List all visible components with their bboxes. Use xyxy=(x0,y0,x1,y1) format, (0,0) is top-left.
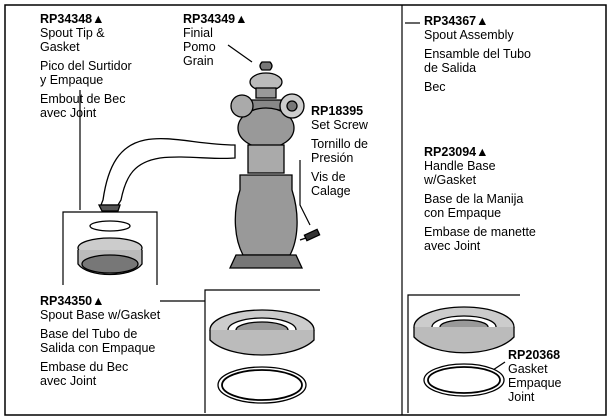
finial-en-3: Grain xyxy=(183,54,214,68)
spout-tip-fr-2: avec Joint xyxy=(40,106,97,120)
spout-tip-es-1: Pico del Surtidor xyxy=(40,59,132,73)
handle-base-en-2: w/Gasket xyxy=(424,173,477,187)
handle-base-label: RP23094▲ Handle Base w/Gasket Base de la… xyxy=(424,145,536,253)
handle-base-es-1: Base de la Manija xyxy=(424,192,524,206)
gasket-en-1: Gasket xyxy=(508,362,548,376)
spout-base-part-number: RP34350▲ xyxy=(40,294,105,308)
set-screw-label: RP18395 Set Screw Tornillo de Presión Vi… xyxy=(311,104,368,198)
spout-tip-es-2: y Empaque xyxy=(40,73,104,87)
finial-leader xyxy=(227,44,253,63)
handle-base-part-number: RP23094▲ xyxy=(424,145,489,159)
spout-assembly-en-1: Spout Assembly xyxy=(424,28,514,42)
spout-assembly-fr-1: Bec xyxy=(424,80,446,94)
handle-base-es-2: con Empaque xyxy=(424,206,502,220)
spout-tip-callout-box xyxy=(62,211,158,285)
finial-en-1: Finial xyxy=(183,26,213,40)
faucet-illustration xyxy=(77,61,515,404)
set-screw-fr-2: Calage xyxy=(311,184,351,198)
spout-tip-en-2: Gasket xyxy=(40,40,80,54)
gasket-en-2: Empaque xyxy=(508,376,562,390)
handle-base-fr-1: Embase de manette xyxy=(424,225,536,239)
spout-base-es-2: Salida con Empaque xyxy=(40,341,156,355)
spout-assembly-label: RP34367▲ Spout Assembly Ensamble del Tub… xyxy=(424,14,531,94)
spout-base-fr-2: avec Joint xyxy=(40,374,97,388)
spout-assembly-es-2: de Salida xyxy=(424,61,477,75)
set-screw-part-number: RP18395 xyxy=(311,104,364,118)
spout-base-es-1: Base del Tubo de xyxy=(40,327,138,341)
spout-assembly-es-1: Ensamble del Tubo xyxy=(424,47,532,61)
spout-base-label: RP34350▲ Spout Base w/Gasket Base del Tu… xyxy=(40,294,160,388)
set-screw-es-1: Tornillo de xyxy=(311,137,368,151)
finial-en-2: Pomo xyxy=(183,40,216,54)
set-screw-es-2: Presión xyxy=(311,151,354,165)
gasket-part-number: RP20368 xyxy=(508,348,561,362)
spout-tip-fr-1: Embout de Bec xyxy=(40,92,126,106)
spout-assembly-part-number: RP34367▲ xyxy=(424,14,489,28)
set-screw-en-1: Set Screw xyxy=(311,118,368,132)
spout-base-callout-box xyxy=(204,289,320,413)
spout-base-fr-1: Embase du Bec xyxy=(40,360,129,374)
gasket-en-3: Joint xyxy=(508,390,535,404)
diagram-frame xyxy=(4,4,607,416)
handle-base-callout-box xyxy=(407,294,520,413)
finial-part-number: RP34349▲ xyxy=(183,12,248,26)
finial-label: RP34349▲ Finial Pomo Grain xyxy=(183,12,248,68)
gasket-label: RP20368 Gasket Empaque Joint xyxy=(508,348,562,404)
spout-tip-label: RP34348▲ Spout Tip & Gasket Pico del Sur… xyxy=(40,12,132,120)
handle-base-fr-2: avec Joint xyxy=(424,239,481,253)
handle-base-en-1: Handle Base xyxy=(424,159,496,173)
set-screw-fr-1: Vis de xyxy=(311,170,346,184)
spout-tip-part-number: RP34348▲ xyxy=(40,12,105,26)
set-screw-leader xyxy=(299,160,311,226)
spout-base-en-1: Spout Base w/Gasket xyxy=(40,308,161,322)
spout-tip-en-1: Spout Tip & xyxy=(40,26,105,40)
